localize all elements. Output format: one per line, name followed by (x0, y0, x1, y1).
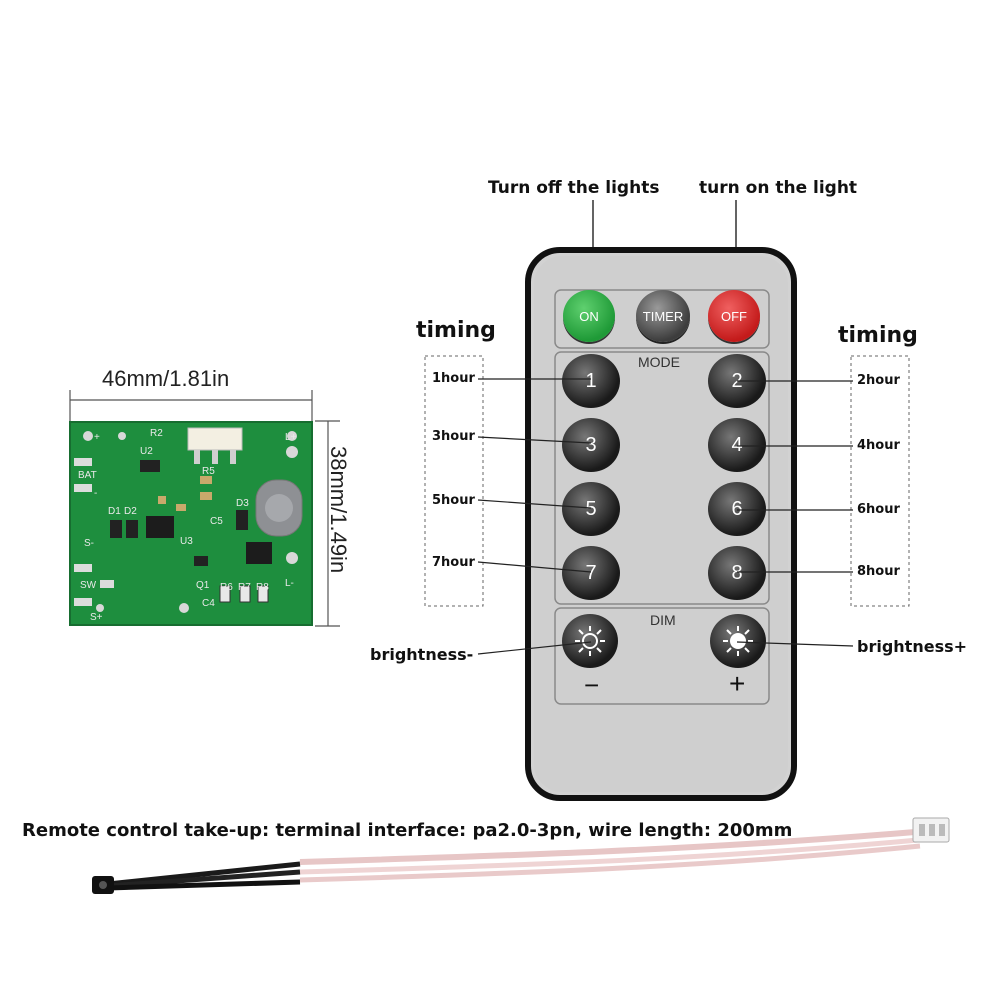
svg-text:U2: U2 (140, 446, 153, 457)
off-button-label: OFF (721, 308, 747, 324)
number-button-label: 1 (585, 369, 597, 392)
svg-text:D3: D3 (236, 498, 249, 509)
svg-text:R8: R8 (256, 582, 269, 593)
timer-button[interactable]: TIMER (636, 290, 690, 342)
number-button-label: 7 (585, 561, 597, 584)
plus-sign: + (729, 668, 746, 699)
timing-left-title: timing (416, 318, 496, 343)
number-button-4[interactable]: 4 (708, 418, 766, 472)
number-button-1[interactable]: 1 (562, 354, 620, 408)
svg-text:S+: S+ (90, 612, 103, 623)
svg-text:R6: R6 (220, 582, 233, 593)
timing-label-3hour: 3hour (432, 429, 475, 444)
brightness-minus-button[interactable] (562, 614, 618, 668)
timing-label-8hour: 8hour (857, 564, 900, 579)
svg-text:L-: L- (285, 578, 294, 589)
svg-text:R5: R5 (202, 466, 215, 477)
svg-text:Q1: Q1 (196, 580, 210, 591)
svg-text:S-: S- (84, 538, 94, 549)
number-button-7[interactable]: 7 (562, 546, 620, 600)
number-button-6[interactable]: 6 (708, 482, 766, 536)
callout-off-label: turn on the light (699, 178, 858, 198)
brightness-minus-label: brightness- (370, 645, 474, 664)
off-button[interactable]: OFF (708, 290, 760, 342)
sun-outline-icon (575, 626, 605, 656)
dim-label: DIM (650, 612, 676, 628)
number-button-label: 4 (731, 433, 743, 456)
svg-text:C5: C5 (210, 516, 223, 527)
timing-label-4hour: 4hour (857, 438, 900, 453)
svg-text:D2: D2 (124, 506, 137, 517)
timing-label-2hour: 2hour (857, 373, 900, 388)
number-button-label: 6 (731, 497, 743, 520)
sun-filled-icon (723, 626, 753, 656)
svg-text:D1: D1 (108, 506, 121, 517)
svg-text:-: - (94, 488, 97, 499)
timer-button-label: TIMER (642, 308, 684, 324)
svg-text:U3: U3 (180, 536, 193, 547)
number-button-3[interactable]: 3 (562, 418, 620, 472)
minus-sign: − (584, 670, 600, 700)
svg-text:BAT: BAT (78, 470, 97, 481)
pcb-width-label: 46mm/1.81in (102, 366, 230, 391)
on-button-label: ON (579, 308, 599, 324)
timing-label-7hour: 7hour (432, 555, 475, 570)
number-button-label: 3 (585, 433, 597, 456)
mode-label: MODE (638, 354, 680, 370)
svg-text:R7: R7 (238, 582, 251, 593)
svg-text:C4: C4 (202, 598, 215, 609)
callout-on-label: Turn off the lights (488, 178, 660, 198)
pcb-board-illustration: + BAT - L+ L- S- SW S+ R2 U2 D1 D2 Q1 R5… (69, 390, 340, 627)
on-button[interactable]: ON (563, 290, 615, 342)
number-button-5[interactable]: 5 (562, 482, 620, 536)
timing-label-5hour: 5hour (432, 493, 475, 508)
timing-right-title: timing (838, 323, 918, 348)
timing-label-1hour: 1hour (432, 371, 475, 386)
brightness-plus-button[interactable] (710, 614, 766, 668)
svg-text:R2: R2 (150, 428, 163, 439)
cable-caption: Remote control take-up: terminal interfa… (22, 820, 793, 841)
timing-label-6hour: 6hour (857, 502, 900, 517)
svg-text:L+: L+ (285, 432, 297, 443)
brightness-plus-label: brightness+ (857, 637, 968, 656)
svg-text:SW: SW (80, 580, 97, 591)
number-button-label: 5 (585, 497, 597, 520)
svg-text:+: + (94, 432, 100, 443)
